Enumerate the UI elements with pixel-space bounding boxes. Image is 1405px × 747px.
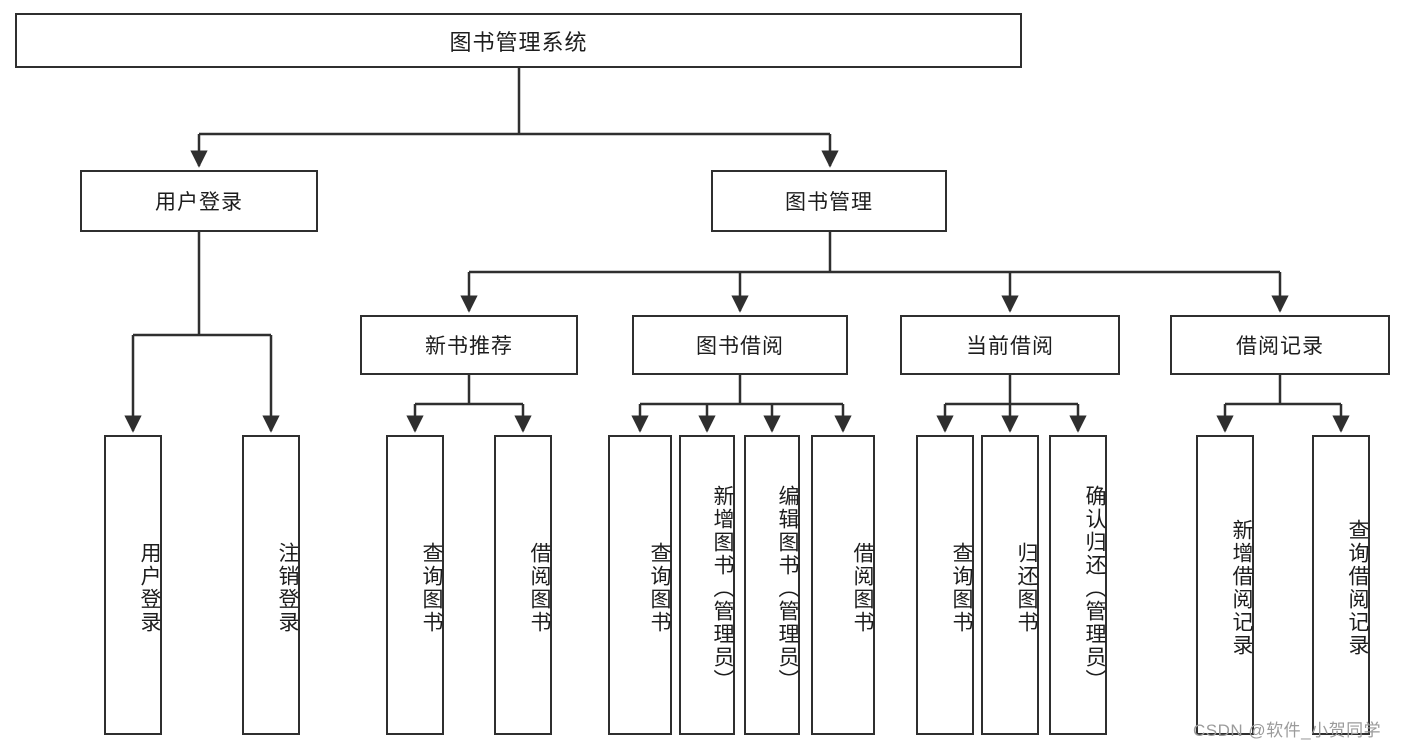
leaf-user-login[interactable]: 用户登录: [104, 435, 162, 735]
leaf-query-book-recommend[interactable]: 查询图书: [386, 435, 444, 735]
node-book-management[interactable]: 图书管理: [711, 170, 947, 232]
csdn-watermark: CSDN @软件_小贺同学: [1193, 721, 1382, 740]
leaf-borrow-book-recommend[interactable]: 借阅图书: [494, 435, 552, 735]
node-borrow-record[interactable]: 借阅记录: [1170, 315, 1390, 375]
leaf-confirm-return-admin[interactable]: 确认归还（管理员）: [1049, 435, 1107, 735]
leaf-query-borrow-record[interactable]: 查询借阅记录: [1312, 435, 1370, 735]
leaf-query-book-borrow[interactable]: 查询图书: [608, 435, 672, 735]
leaf-borrow-book[interactable]: 借阅图书: [811, 435, 875, 735]
node-book-borrow[interactable]: 图书借阅: [632, 315, 848, 375]
node-new-book-recommend[interactable]: 新书推荐: [360, 315, 578, 375]
leaf-logout[interactable]: 注销登录: [242, 435, 300, 735]
node-current-borrow[interactable]: 当前借阅: [900, 315, 1120, 375]
node-root-system[interactable]: 图书管理系统: [15, 13, 1022, 68]
leaf-add-borrow-record[interactable]: 新增借阅记录: [1196, 435, 1254, 735]
leaf-edit-book-admin[interactable]: 编辑图书（管理员）: [744, 435, 800, 735]
leaf-query-book-current[interactable]: 查询图书: [916, 435, 974, 735]
node-user-login[interactable]: 用户登录: [80, 170, 318, 232]
leaf-add-book-admin[interactable]: 新增图书（管理员）: [679, 435, 735, 735]
leaf-return-book[interactable]: 归还图书: [981, 435, 1039, 735]
